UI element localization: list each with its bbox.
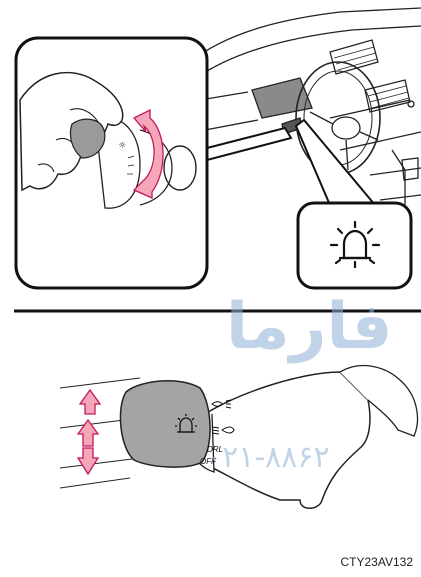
headlight-icon-box <box>298 203 411 288</box>
figure-code: CTY23AV132 <box>341 555 414 569</box>
dashboard-illustration <box>190 8 421 230</box>
lever-label-off: OFF <box>200 457 217 466</box>
callout-left <box>207 128 291 160</box>
down-arrow <box>78 448 98 474</box>
lever-label-drl: DRL <box>207 445 223 454</box>
svg-text:☼: ☼ <box>118 141 126 151</box>
up-arrow <box>80 390 100 414</box>
hand-knob-inset: ☼ <box>16 38 207 288</box>
lever-illustration: DRL OFF <box>60 366 417 509</box>
